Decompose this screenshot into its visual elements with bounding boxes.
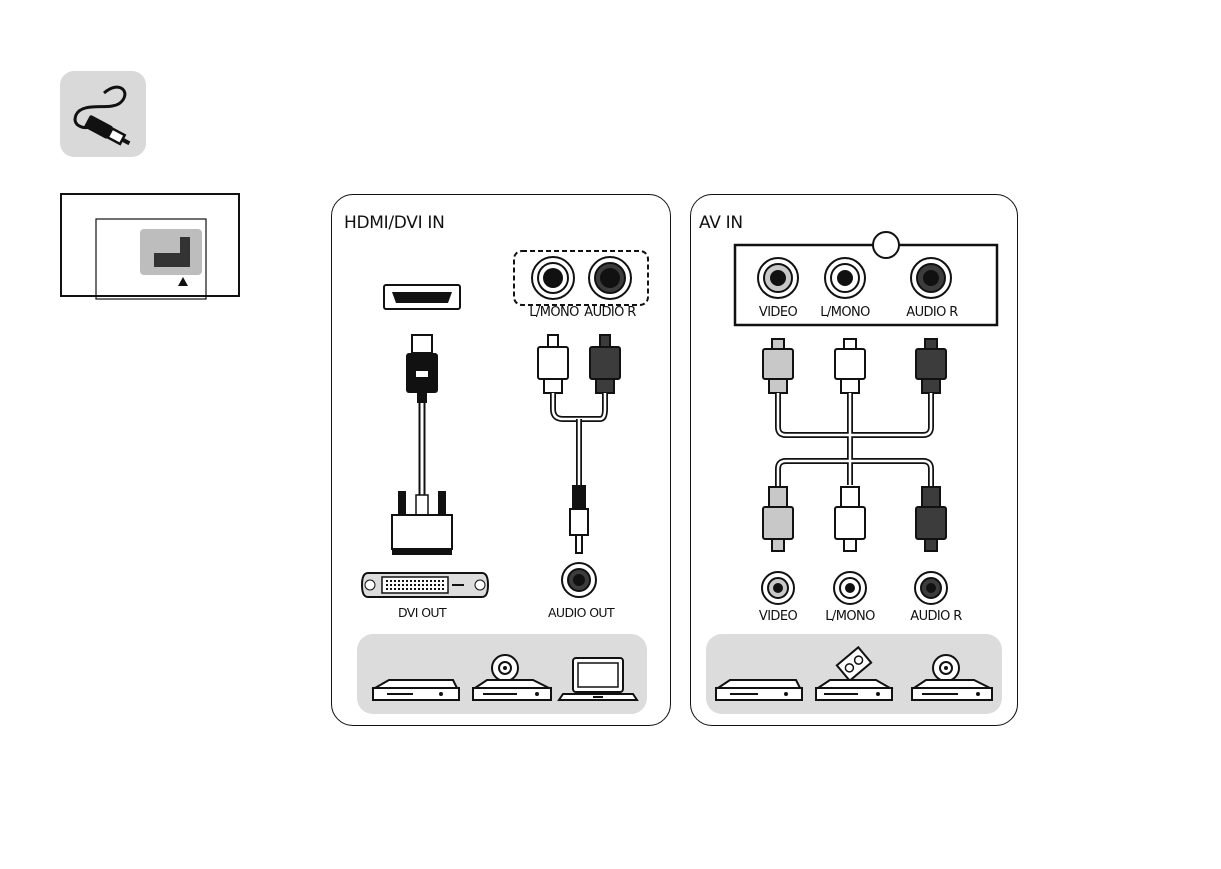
port-label-l-mono: L/MONO — [529, 305, 578, 320]
source-label-audio-r: AUDIO R — [910, 609, 961, 624]
port-label-audio-r: AUDIO R — [584, 305, 635, 320]
port-label-video: VIDEO — [759, 305, 797, 320]
dvd-player-icon — [912, 655, 992, 700]
audio-r-out-port-icon — [915, 572, 947, 604]
red-rca-plug-bottom-icon — [916, 487, 946, 551]
red-rca-plug-icon — [916, 339, 946, 393]
device-tray — [706, 634, 1002, 714]
dvi-port-icon — [362, 573, 488, 597]
source-label-video: VIDEO — [759, 609, 797, 624]
l-mono-port-icon — [825, 258, 865, 298]
tv-back-panel-locator — [60, 193, 240, 297]
white-rca-plug-icon — [538, 335, 568, 393]
dvd-player-icon — [473, 655, 551, 700]
port-label-audio-r: AUDIO R — [906, 305, 957, 320]
set-top-box-icon — [716, 680, 802, 700]
av-in-panel: AV IN — [690, 194, 1018, 726]
video-port-icon — [758, 258, 798, 298]
hdmi-dvi-panel: HDMI/DVI IN — [331, 194, 671, 726]
vcr-icon — [816, 647, 892, 700]
mini-jack-plug-icon — [570, 485, 588, 553]
hdmi-port-icon — [384, 285, 460, 309]
white-rca-plug-bottom-icon — [835, 487, 865, 551]
audio-r-port-icon — [911, 258, 951, 298]
device-tray — [357, 634, 647, 714]
dvi-plug-icon — [392, 491, 452, 555]
white-rca-plug-icon — [835, 339, 865, 393]
red-rca-plug-icon — [590, 335, 620, 393]
hdmi-plug-icon — [406, 335, 438, 495]
audio-r-port-icon — [589, 257, 631, 299]
video-out-port-icon — [762, 572, 794, 604]
cable-icon — [60, 71, 146, 157]
source-label-audio-out: AUDIO OUT — [548, 605, 614, 620]
source-label-dvi-out: DVI OUT — [398, 605, 446, 620]
port-label-l-mono: L/MONO — [820, 305, 869, 320]
source-label-l-mono: L/MONO — [825, 609, 874, 624]
arrow-up-icon — [178, 277, 188, 286]
l-mono-port-icon — [532, 257, 574, 299]
video-rca-plug-bottom-icon — [763, 487, 793, 551]
video-rca-plug-icon — [763, 339, 793, 393]
laptop-icon — [559, 658, 637, 700]
set-top-box-icon — [373, 680, 459, 700]
audio-out-port-icon — [562, 563, 596, 597]
l-mono-out-port-icon — [834, 572, 866, 604]
